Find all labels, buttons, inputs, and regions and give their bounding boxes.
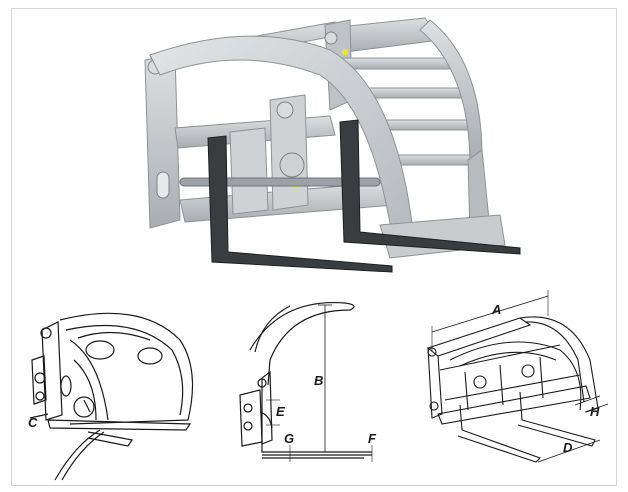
grapple-side-view-closed [29,312,194,481]
dimension-label-h: H [590,404,600,419]
dimension-label-c: C [28,415,38,430]
dimension-label-g: G [284,431,294,446]
dimension-label-b: B [314,373,323,388]
dimension-label-a: A [491,302,501,317]
dimension-label-e: E [276,404,285,419]
figure-frame [11,8,617,486]
dimension-label-f: F [368,431,377,446]
grapple-fork-render [144,17,521,273]
dimension-label-d: D [563,440,573,455]
grapple-iso-view [426,290,609,463]
grapple-side-view-open [239,301,373,462]
